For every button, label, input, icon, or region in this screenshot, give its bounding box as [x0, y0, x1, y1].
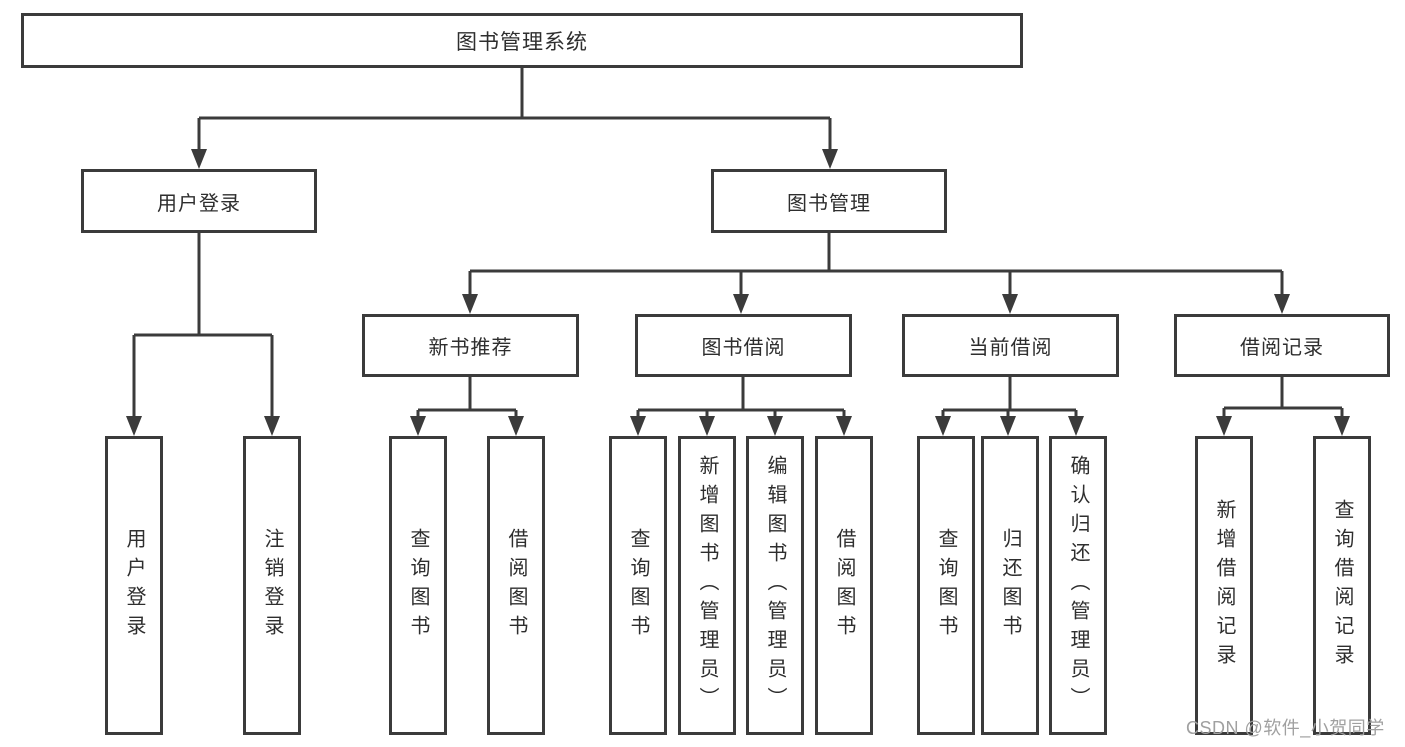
- leaf-current-confirm-return-admin: 确认归还（管理员）: [1049, 436, 1107, 735]
- node-book-borrowing: 图书借阅: [635, 314, 852, 377]
- leaf-borrowing-edit-books-admin: 编辑图书（管理员）: [746, 436, 804, 735]
- arrowheads: [126, 149, 1350, 436]
- node-new-book-recommend: 新书推荐: [362, 314, 579, 377]
- leaf-records-query-record: 查询借阅记录: [1313, 436, 1371, 735]
- leaf-borrowing-query-books: 查询图书: [609, 436, 667, 735]
- leaf-borrowing-borrow-books: 借阅图书: [815, 436, 873, 735]
- leaf-recommend-borrow-books: 借阅图书: [487, 436, 545, 735]
- leaf-borrowing-add-books-admin: 新增图书（管理员）: [678, 436, 736, 735]
- leaf-logout-login: 注销登录: [243, 436, 301, 735]
- node-current-borrowing: 当前借阅: [902, 314, 1119, 377]
- node-book-management: 图书管理: [711, 169, 947, 233]
- node-borrowing-records: 借阅记录: [1174, 314, 1390, 377]
- leaf-user-login: 用户登录: [105, 436, 163, 735]
- leaf-current-query-books: 查询图书: [917, 436, 975, 735]
- node-user-login: 用户登录: [81, 169, 317, 233]
- leaf-current-return-books: 归还图书: [981, 436, 1039, 735]
- node-library-system: 图书管理系统: [21, 13, 1023, 68]
- leaf-recommend-query-books: 查询图书: [389, 436, 447, 735]
- leaf-records-add-record: 新增借阅记录: [1195, 436, 1253, 735]
- csdn-watermark: CSDN @软件_小贺同学: [1186, 718, 1385, 738]
